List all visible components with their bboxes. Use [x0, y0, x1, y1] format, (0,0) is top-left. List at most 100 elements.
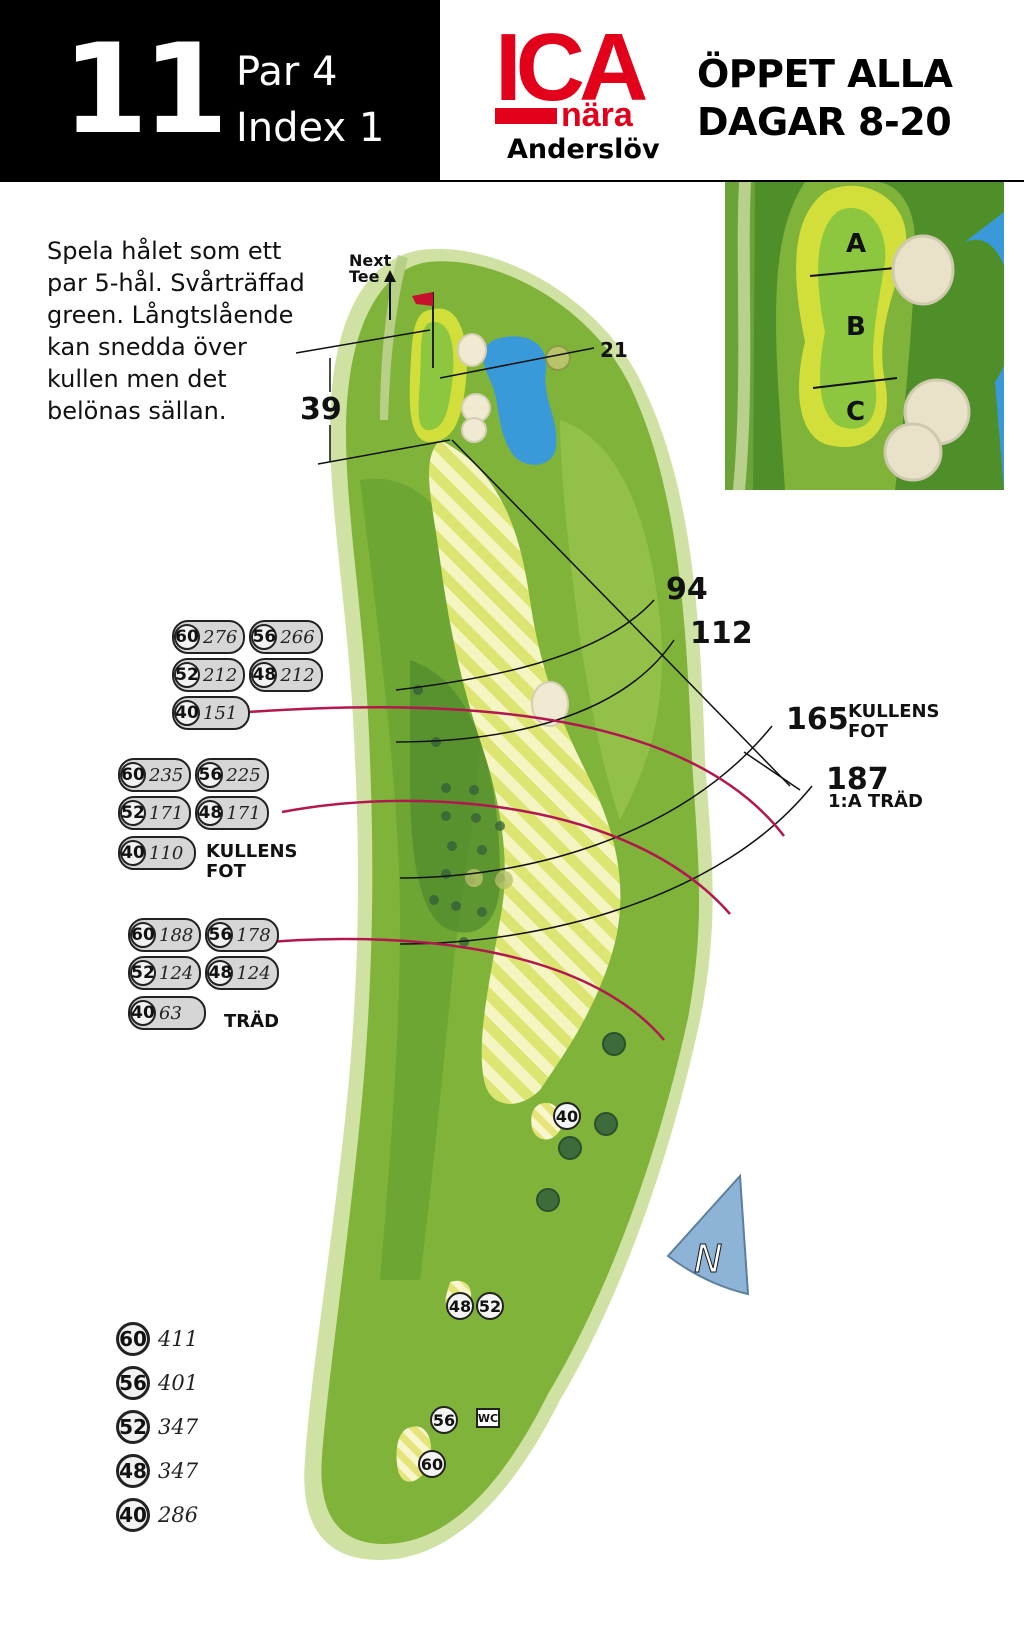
tee-badge: 48 [251, 662, 278, 688]
description-line: par 5-hål. Svårträffad [47, 269, 305, 297]
distance-165-note: KULLENS [848, 701, 940, 722]
tee-distance: 276 [203, 626, 238, 648]
hole-length: 347 [158, 1415, 199, 1439]
description-line: kullen men det [47, 365, 227, 393]
description-line: Spela hålet som ett [47, 237, 282, 265]
tee-distance: 124 [159, 962, 194, 984]
distance-165-note: FOT [848, 721, 888, 742]
hole-length-row: 60 411 [116, 1322, 198, 1356]
tee-marker: 48 [446, 1292, 474, 1320]
tree-icon [545, 345, 571, 371]
distance-187-label: 187 [826, 762, 889, 797]
hole-length: 411 [158, 1327, 199, 1351]
tee-badge: 48 [197, 800, 224, 826]
tee-distance: 212 [280, 664, 315, 686]
green [418, 321, 454, 431]
tee-badge: 52 [116, 1410, 150, 1444]
tee-distance: 63 [159, 1002, 182, 1024]
distance-21-label: 21 [600, 338, 628, 362]
wc-icon: WC [476, 1408, 500, 1428]
tee-distance: 212 [203, 664, 238, 686]
distance-112-label: 112 [690, 616, 753, 651]
hole-length-row: 40 286 [116, 1498, 198, 1532]
sponsor-logo: ICA nära [495, 14, 665, 136]
distance-165-label: 165 [786, 702, 849, 737]
marker-line [247, 705, 785, 837]
tee-marker: 56 [430, 1406, 458, 1434]
tee-distance: 110 [149, 842, 184, 864]
tee-badge: 60 [130, 922, 156, 948]
opening-hours-line2: DAGAR 8-20 [697, 100, 952, 144]
hole-index: Index 1 [236, 105, 385, 151]
next-tee-label: Next [349, 251, 392, 270]
hole-length-row: 52 347 [116, 1410, 198, 1444]
marker-line [281, 799, 731, 915]
description-line: kan snedda över [47, 333, 247, 361]
tee-badge: 56 [251, 624, 278, 650]
hole-length: 286 [158, 1503, 199, 1527]
tee-badge: 60 [116, 1322, 150, 1356]
tee-badge: 60 [120, 762, 146, 788]
north-arrow-icon [666, 1173, 750, 1296]
tee-marker: 52 [476, 1292, 504, 1320]
hole-length-row: 56 401 [116, 1366, 198, 1400]
bunker [457, 333, 487, 367]
green-depth-label: 39 [300, 392, 342, 427]
tee-badge: 48 [116, 1454, 150, 1488]
header-divider [440, 180, 1024, 182]
tee-marker: 60 [418, 1450, 446, 1478]
tee-badge: 52 [130, 960, 156, 986]
sponsor-logo-mark: ICA [495, 22, 646, 121]
tee-badge: 60 [174, 624, 200, 650]
hole-description: Spela hålet som ett par 5-hål. Svårträff… [47, 235, 307, 427]
green-zone-c: C [846, 397, 865, 427]
tee-badge: 56 [197, 762, 224, 788]
tee-badge: 40 [174, 700, 200, 726]
marker-line [211, 937, 665, 1041]
sponsor-logo-sub: nära [561, 96, 634, 132]
tee-badge: 52 [120, 800, 146, 826]
bunker [461, 417, 487, 443]
description-line: belönas sällan. [47, 397, 227, 425]
description-line: green. Långtslående [47, 301, 294, 329]
water-hazard [483, 336, 557, 465]
opening-hours-line1: ÖPPET ALLA [697, 52, 953, 96]
next-tee-label: Tee [349, 267, 380, 286]
tee-badge: 40 [120, 840, 146, 866]
distance-94-label: 94 [666, 572, 708, 607]
green-zone-a: A [846, 229, 866, 259]
tee-badge: 52 [174, 662, 200, 688]
tee-distance: 124 [236, 962, 271, 984]
flag-icon [412, 292, 433, 306]
hole-par: Par 4 [236, 49, 338, 95]
tree-group [536, 1032, 626, 1212]
tee-badge: 56 [116, 1366, 150, 1400]
bunker [531, 681, 569, 727]
fairway [429, 440, 621, 1104]
tee-distance: 171 [149, 802, 184, 824]
tee-badge: 40 [116, 1498, 150, 1532]
tee-distance: 266 [280, 626, 315, 648]
kullens-fot-label: KULLENS [206, 841, 298, 862]
tee-badge: 56 [207, 922, 234, 948]
